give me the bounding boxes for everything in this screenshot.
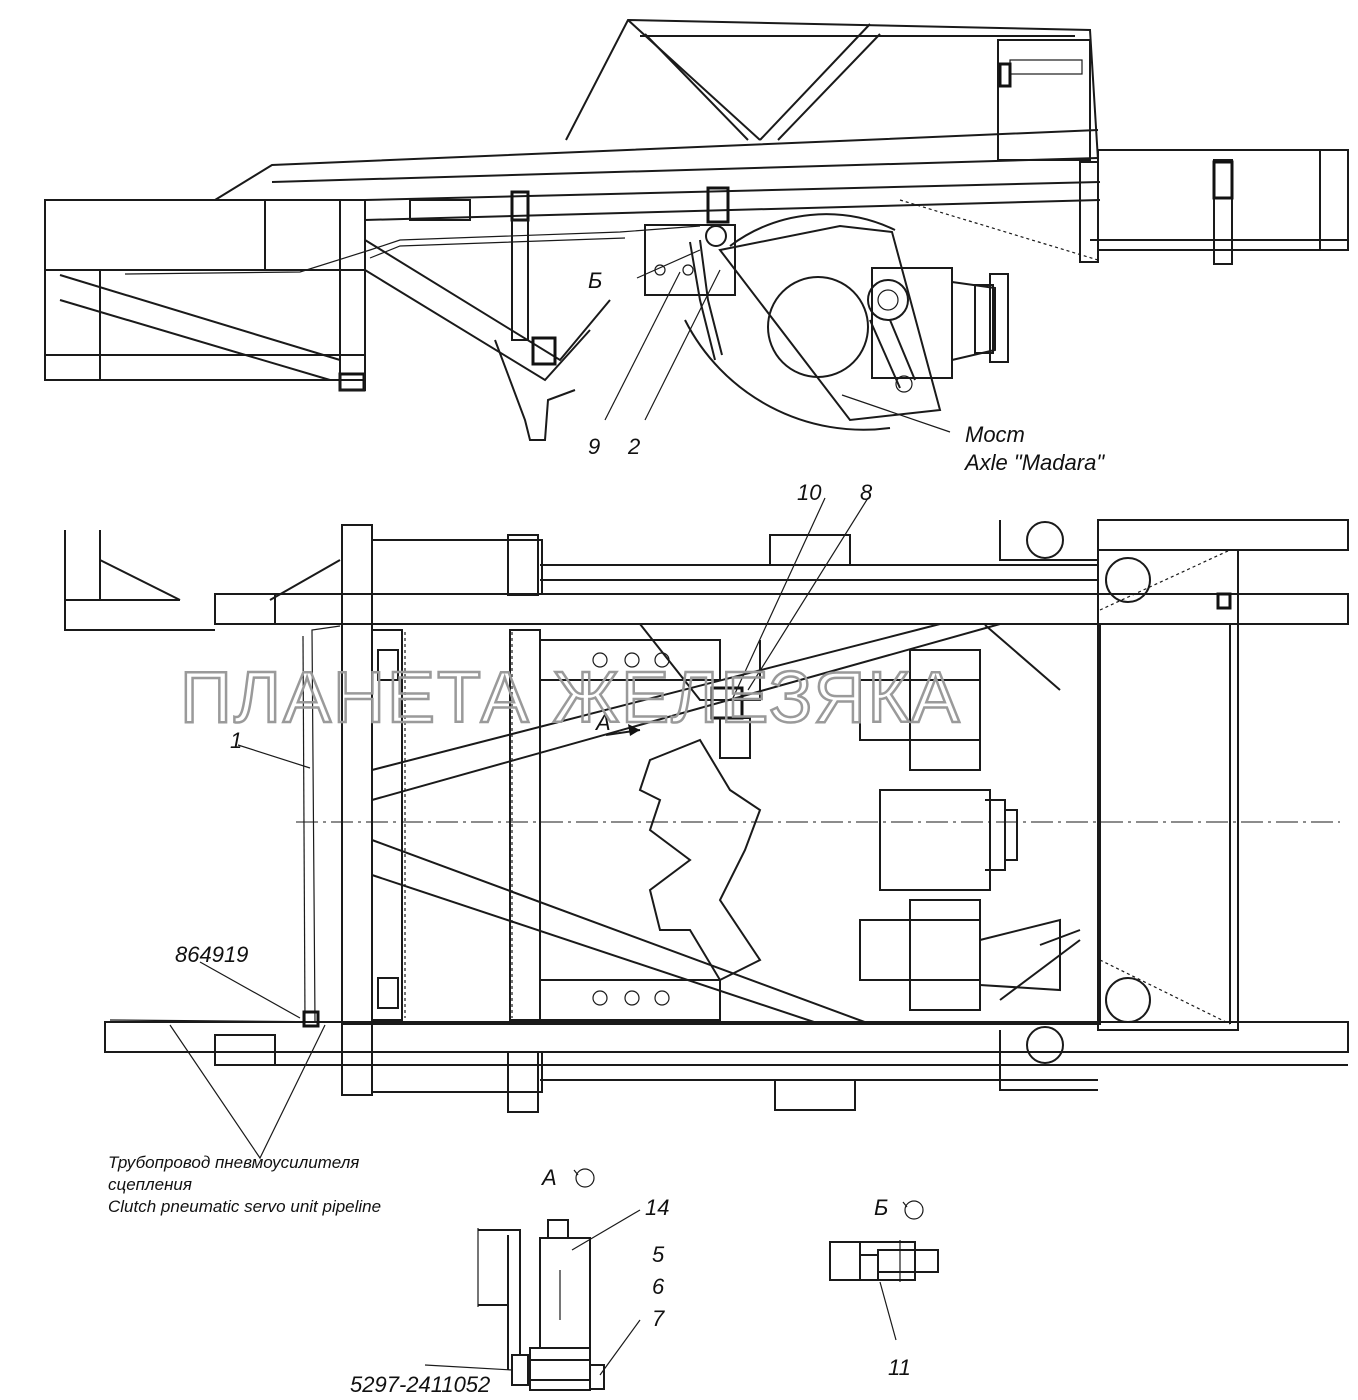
plan-view: 10 8 1 А 864919 Трубопровод пневмоусилит…	[64, 480, 1349, 1216]
side-view: Б 9 2 Мост Axle "Madara"	[44, 18, 1349, 475]
callout-14: 14	[645, 1195, 669, 1220]
detail-b-title: Б	[874, 1195, 888, 1220]
callout-9: 9	[588, 434, 600, 459]
pipeline-note-ru-1: Трубопровод пневмоусилителя	[108, 1153, 359, 1172]
arrow-a-label: А	[594, 710, 611, 735]
axle-label-ru: Мост	[965, 422, 1025, 447]
callout-10: 10	[797, 480, 822, 505]
part-number-864919: 864919	[175, 942, 248, 967]
callout-11: 11	[888, 1355, 911, 1380]
callout-2: 2	[627, 434, 640, 459]
detail-a: А 14 5 6 7 5297-2411052	[350, 1165, 669, 1397]
pipeline-note-ru-2: сцепления	[108, 1175, 192, 1194]
callout-7: 7	[652, 1306, 665, 1331]
callout-5: 5	[652, 1242, 665, 1267]
detail-b: Б 11	[829, 1195, 939, 1380]
callout-1: 1	[230, 728, 242, 753]
axle-label-en: Axle "Madara"	[963, 450, 1105, 475]
watermark-text: ПЛАНЕТА ЖЕЛЕЗЯКА	[180, 658, 962, 738]
part-number-5297: 5297-2411052	[350, 1372, 490, 1397]
callout-6: 6	[652, 1274, 665, 1299]
callout-8: 8	[860, 480, 873, 505]
pipeline-note-en: Clutch pneumatic servo unit pipeline	[108, 1197, 381, 1216]
detail-a-title: А	[540, 1165, 557, 1190]
callout-b: Б	[588, 268, 602, 293]
